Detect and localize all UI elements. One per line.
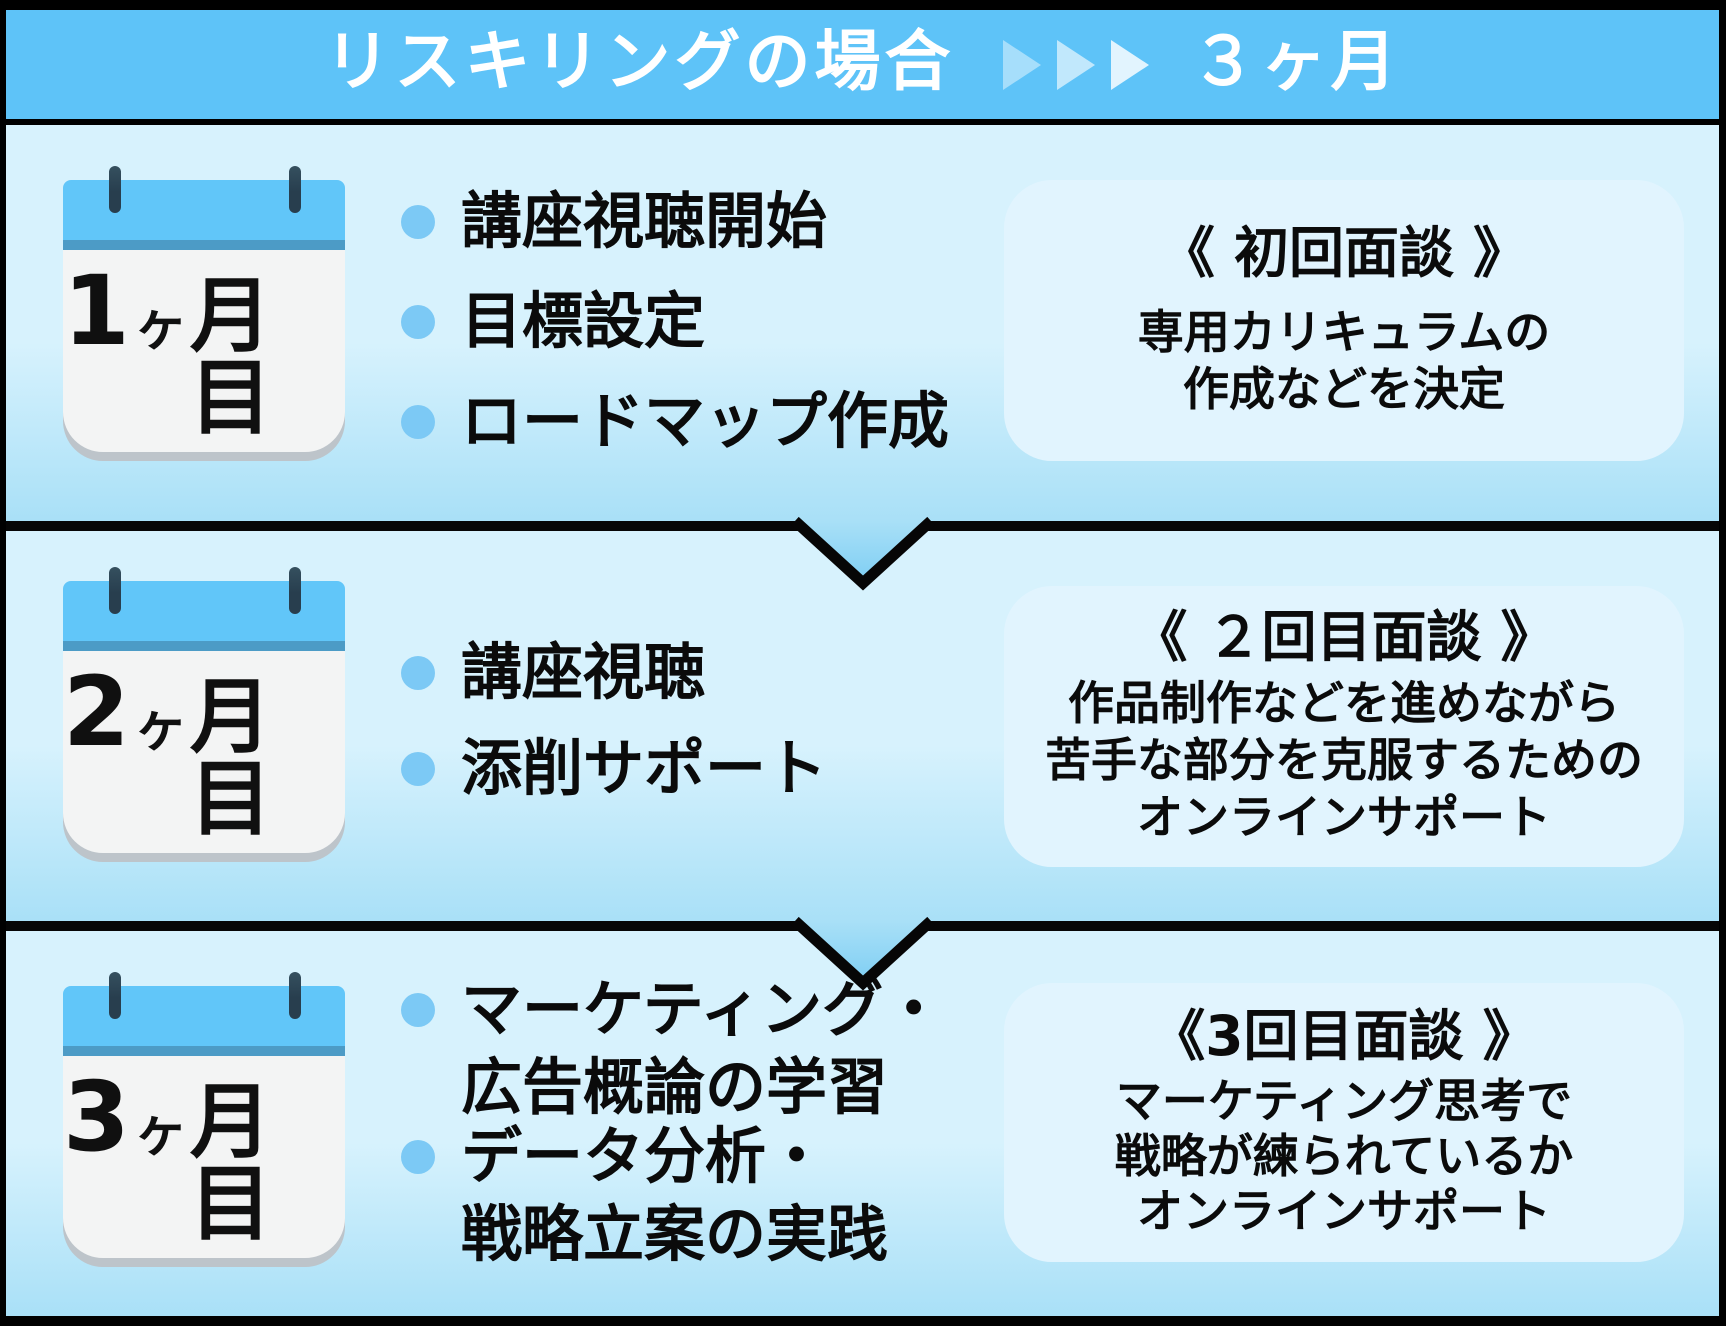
calendar-pin-icon <box>289 972 301 1019</box>
divider-line <box>924 921 1719 931</box>
calendar-band <box>63 581 345 641</box>
bullet-dot-icon <box>401 305 435 339</box>
calendar-icon: 3 ヶ 月目 <box>63 972 345 1258</box>
list-item-label: 講座視聴開始 <box>461 186 828 257</box>
infographic-frame: リスキリングの場合 ３ヶ月 1 ヶ 月目 講座視聴開始 <box>6 10 1719 1316</box>
calendar-stripe <box>63 240 345 250</box>
calendar-month-counter: ヶ <box>133 694 188 758</box>
arrow-right-icon <box>1056 39 1095 90</box>
list-item-label: ロードマップ作成 <box>461 386 950 457</box>
calendar-pin-icon <box>109 166 121 213</box>
section-divider <box>6 916 1719 991</box>
chevron-down-icon <box>790 916 935 991</box>
meeting-title: 《3回目面談 》 <box>1150 1003 1538 1068</box>
calendar-label: 3 ヶ 月目 <box>63 1069 345 1246</box>
meeting-description: 専用カリキュラムの 作成などを決定 <box>1138 304 1551 418</box>
calendar-label: 1 ヶ 月目 <box>63 263 345 440</box>
calendar-pin-icon <box>109 567 121 614</box>
list-item: データ分析・ 戦略立案の実践 <box>401 1118 888 1274</box>
calendar-body: 1 ヶ 月目 <box>63 250 345 452</box>
header-duration: ３ヶ月 <box>1190 22 1401 100</box>
meeting-title: 《 初回面談 》 <box>1159 221 1529 286</box>
section-divider <box>6 516 1719 591</box>
calendar-month-suffix: 月目 <box>189 669 272 847</box>
meeting-description-line: 作品制作などを進めながら <box>1068 676 1620 731</box>
divider-line <box>6 921 801 931</box>
bullet-dot-icon <box>401 752 435 786</box>
section-month-2: 2 ヶ 月目 講座視聴 添削サポート 《 ２回目面談 》 作品制作などを進めなが… <box>6 531 1719 921</box>
calendar-month-suffix: 月目 <box>189 268 272 446</box>
list-item: ロードマップ作成 <box>401 383 949 461</box>
section-month-3: 3 ヶ 月目 マーケティング・ 広告概論の学習 データ分析・ 戦略立案の実践 《… <box>6 931 1719 1316</box>
header-title: リスキリングの場合 <box>324 22 955 100</box>
arrow-right-icon <box>1110 39 1149 90</box>
meeting-info-box: 《 ２回目面談 》 作品制作などを進めながら 苦手な部分を克服するための オンラ… <box>1004 586 1684 867</box>
bullet-dot-icon <box>401 205 435 239</box>
list-item: マーケティング・ 広告概論の学習 <box>401 971 944 1127</box>
calendar-stripe <box>63 641 345 651</box>
list-item: 添削サポート <box>401 730 827 808</box>
meeting-description-line: 作成などを決定 <box>1183 361 1505 416</box>
list-item: 目標設定 <box>401 283 705 361</box>
list-item-label: 添削サポート <box>461 733 828 804</box>
list-item: 講座視聴開始 <box>401 183 827 261</box>
chevron-down-icon <box>790 516 935 591</box>
list-item-label: データ分析・ <box>461 1121 828 1192</box>
calendar-band <box>63 986 345 1046</box>
meeting-description-line: オンラインサポート <box>1137 790 1551 845</box>
divider-line <box>924 521 1719 531</box>
calendar-icon: 2 ヶ 月目 <box>63 567 345 853</box>
calendar-body: 3 ヶ 月目 <box>63 1056 345 1258</box>
calendar-month-counter: ヶ <box>133 1099 188 1163</box>
bullet-dot-icon <box>401 656 435 690</box>
calendar-pin-icon <box>109 972 121 1019</box>
meeting-info-box: 《3回目面談 》 マーケティング思考で 戦略が練られているか オンラインサポート <box>1004 983 1684 1262</box>
meeting-description: 作品制作などを進めながら 苦手な部分を克服するための オンラインサポート <box>1045 675 1643 846</box>
list-item-label: 戦略立案の実践 <box>461 1199 889 1270</box>
arrow-right-icon <box>1002 39 1041 90</box>
section-month-1: 1 ヶ 月目 講座視聴開始 目標設定 ロードマップ作成 《 初回面談 》 専用カ… <box>6 125 1719 521</box>
list-item-label: 講座視聴 <box>461 637 706 708</box>
bullet-dot-icon <box>401 405 435 439</box>
calendar-icon: 1 ヶ 月目 <box>63 166 345 452</box>
calendar-body: 2 ヶ 月目 <box>63 651 345 853</box>
triple-arrow-icon <box>1002 39 1149 90</box>
calendar-month-number: 2 <box>63 655 130 768</box>
calendar-month-number: 1 <box>63 254 130 367</box>
meeting-info-box: 《 初回面談 》 専用カリキュラムの 作成などを決定 <box>1004 180 1684 461</box>
list-item-label: 広告概論の学習 <box>461 1052 889 1123</box>
calendar-pin-icon <box>289 567 301 614</box>
meeting-description-line: オンラインサポート <box>1137 1184 1551 1239</box>
calendar-label: 2 ヶ 月目 <box>63 664 345 841</box>
calendar-stripe <box>63 1046 345 1056</box>
list-item-label: 目標設定 <box>461 286 706 357</box>
header-banner: リスキリングの場合 ３ヶ月 <box>6 10 1719 119</box>
calendar-month-counter: ヶ <box>133 293 188 357</box>
divider-line <box>6 521 801 531</box>
meeting-description-line: マーケティング思考で <box>1115 1074 1573 1129</box>
meeting-description-line: 戦略が練られているか <box>1114 1129 1574 1184</box>
list-item: 講座視聴 <box>401 634 705 712</box>
meeting-title: 《 ２回目面談 》 <box>1132 604 1556 669</box>
calendar-band <box>63 180 345 240</box>
calendar-pin-icon <box>289 166 301 213</box>
meeting-description: マーケティング思考で 戦略が練られているか オンラインサポート <box>1115 1074 1574 1239</box>
calendar-month-number: 3 <box>63 1060 130 1173</box>
meeting-description-line: 苦手な部分を克服するための <box>1045 733 1643 788</box>
bullet-dot-icon <box>401 993 435 1027</box>
bullet-dot-icon <box>401 1140 435 1174</box>
calendar-month-suffix: 月目 <box>189 1074 272 1252</box>
meeting-description-line: 専用カリキュラムの <box>1137 304 1551 359</box>
